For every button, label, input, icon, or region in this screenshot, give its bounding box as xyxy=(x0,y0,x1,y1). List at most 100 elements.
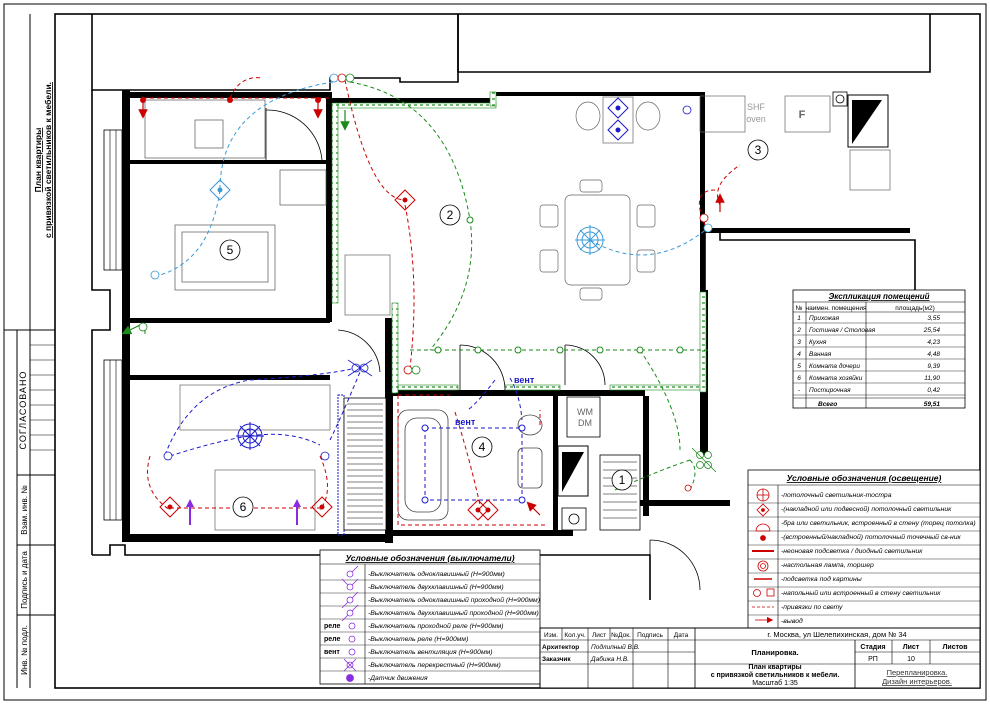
furniture-room5 xyxy=(144,99,327,291)
switch-legend-item: -Выключатель проходной реле (H=900мм) xyxy=(368,622,504,630)
room-number-6: 6 xyxy=(240,500,247,514)
explication-row-no: 1 xyxy=(797,315,801,322)
lighting-legend-item: -напольный или встроенный в стену светил… xyxy=(781,589,941,597)
green-spots xyxy=(434,216,684,354)
floor-plan: SHF oven F WM DM xyxy=(91,14,931,600)
strip-title-line1: План квартиры xyxy=(33,128,43,193)
west-windows xyxy=(103,129,123,521)
wall-wm-north xyxy=(600,390,645,396)
wall-room5-east xyxy=(326,92,332,322)
wm-dm-box xyxy=(566,396,601,438)
tb-col-date: Дата xyxy=(674,632,689,639)
switch-legend-item: -Выключатель одноклавишный проходной (H=… xyxy=(368,596,540,604)
explication-row-no: - xyxy=(798,387,801,394)
wall-kitchen-west xyxy=(700,92,705,292)
explication-row-no: 2 xyxy=(796,327,801,334)
pendant-room5 xyxy=(209,179,231,201)
oven-label: oven xyxy=(746,114,766,124)
tb-architect-name: Подлипный В.В. xyxy=(591,643,640,651)
inv-no-orig-label: Инв. № подл. xyxy=(20,625,29,675)
explication-row-area: 25,54 xyxy=(923,327,941,334)
tb-col-izm: Изм. xyxy=(544,632,558,639)
explication-row-name: Ванная xyxy=(809,351,832,358)
explication-row-name: Прихожая xyxy=(809,315,840,322)
tb-address: г. Москва, ул Шелепихинская, дом № 34 xyxy=(767,630,906,639)
sheet-outer-frame xyxy=(3,3,987,701)
tb-col-list: Лист xyxy=(592,632,606,639)
switch-legend-item: -Датчик движения xyxy=(368,674,428,682)
ceiling-chandelier-dining xyxy=(575,225,605,255)
fridge-label: F xyxy=(799,109,806,121)
switch-cluster-room6-door xyxy=(347,359,373,377)
left-strip: План квартиры с привязкой светильников к… xyxy=(4,14,55,688)
circuit-lightblue xyxy=(159,81,709,276)
wall-kitchen-north xyxy=(496,92,701,96)
lighting-legend-rows: -потолочный светильник-тостра -(накладной… xyxy=(748,491,980,625)
pendant-living xyxy=(394,189,416,211)
title-block: Изм. Кол.уч. Лист №Док. Подпись Дата Арх… xyxy=(539,627,981,689)
dm-label: DM xyxy=(578,418,592,428)
explication-row-no: 3 xyxy=(797,339,801,346)
vent-label-2: вент xyxy=(455,417,476,427)
tb-sheet: 10 xyxy=(907,656,915,663)
spot-lights xyxy=(421,424,526,504)
blue-partition xyxy=(337,394,345,536)
output-arrows xyxy=(121,100,725,516)
vent-label-1: вент xyxy=(514,375,535,385)
explication-row-area: 4,23 xyxy=(927,339,940,346)
circuit-red xyxy=(143,77,741,526)
wall-west xyxy=(122,90,130,540)
explication-row-area: 11,90 xyxy=(924,375,940,382)
room-number-2: 2 xyxy=(447,208,454,222)
wm-label: WM xyxy=(577,407,593,417)
lighting-legend-item: -неоновая подсветка / диодный светильник xyxy=(781,547,923,555)
switch-legend-item: -Выключатель перекрестный (H=900мм) xyxy=(368,661,501,669)
lighting-legend-title: Условные обозначения (освещение) xyxy=(787,473,942,483)
tb-sheets-label: Листов xyxy=(942,644,968,651)
explication-table: Экспликация помещений № наимен. помещени… xyxy=(792,289,966,409)
wall-north-room5 xyxy=(122,92,332,98)
explication-total-label: Всего xyxy=(818,401,837,408)
wall-kitchen-south xyxy=(700,228,910,233)
explication-row-area: 3,55 xyxy=(927,315,940,322)
wall-entrance xyxy=(640,500,730,506)
wall-south-room6 xyxy=(122,534,392,542)
tb-drawing-title-1: План квартиры xyxy=(748,664,801,671)
tb-col-ndok: №Док. xyxy=(611,632,631,639)
strip-title-line2: с привязкой светильников к мебели. xyxy=(43,82,53,238)
wall-room6-north xyxy=(130,375,330,380)
wall-room5-south xyxy=(130,318,330,323)
switch-legend-title: Условные обозначения (выключатели) xyxy=(345,553,514,563)
switch-legend-prefix: вент xyxy=(324,649,340,656)
switch-legend-item: -Выключатель одноклавишный (H=900мм) xyxy=(368,570,505,578)
tb-client-name: Дабижа Н.В. xyxy=(590,655,629,663)
tb-org-2: Дизайн интерьеров. xyxy=(882,677,952,686)
sheet-inner-frame xyxy=(54,13,981,689)
wall-living-north xyxy=(332,98,496,103)
tb-scale: Масштаб 1:35 xyxy=(752,679,798,687)
explication-header-name: наимен. помещения xyxy=(806,305,867,312)
tb-architect-label: Архитектор xyxy=(542,644,579,651)
lighting-legend-item: -привязки по свету xyxy=(781,604,843,611)
furniture-living xyxy=(344,95,891,316)
replace-inv-no-label: Взам. инв. № xyxy=(20,485,29,535)
room-numbers xyxy=(219,139,769,518)
furniture-room6 xyxy=(179,384,331,531)
explication-row-name: Гостиная / Столовая xyxy=(809,327,876,334)
tb-client-label: Заказчик xyxy=(542,656,571,663)
switch-legend: Условные обозначения (выключатели) -Выкл… xyxy=(319,549,541,685)
lighting-legend-item: -(встроенный/накладной) потолочный точеч… xyxy=(781,533,962,541)
lighting-legend-item: -потолочный светильник-тостра xyxy=(781,491,892,499)
switch-legend-item: -Выключатель двухклавишный (H=900мм) xyxy=(368,583,504,591)
green-partition-walls xyxy=(331,91,707,394)
switches-misc xyxy=(138,105,713,492)
wall-room5-mid xyxy=(130,160,330,164)
explication-row-no: 4 xyxy=(797,351,801,358)
explication-row-area: 4,48 xyxy=(927,351,940,358)
explication-row-no: 6 xyxy=(797,375,801,382)
ceiling-chandelier-room6 xyxy=(236,422,264,450)
explication-header-no: № xyxy=(796,305,803,312)
lighting-legend-item: -(накладной или подвесной) потолочный св… xyxy=(781,505,952,513)
wall-hall-east xyxy=(643,396,649,516)
